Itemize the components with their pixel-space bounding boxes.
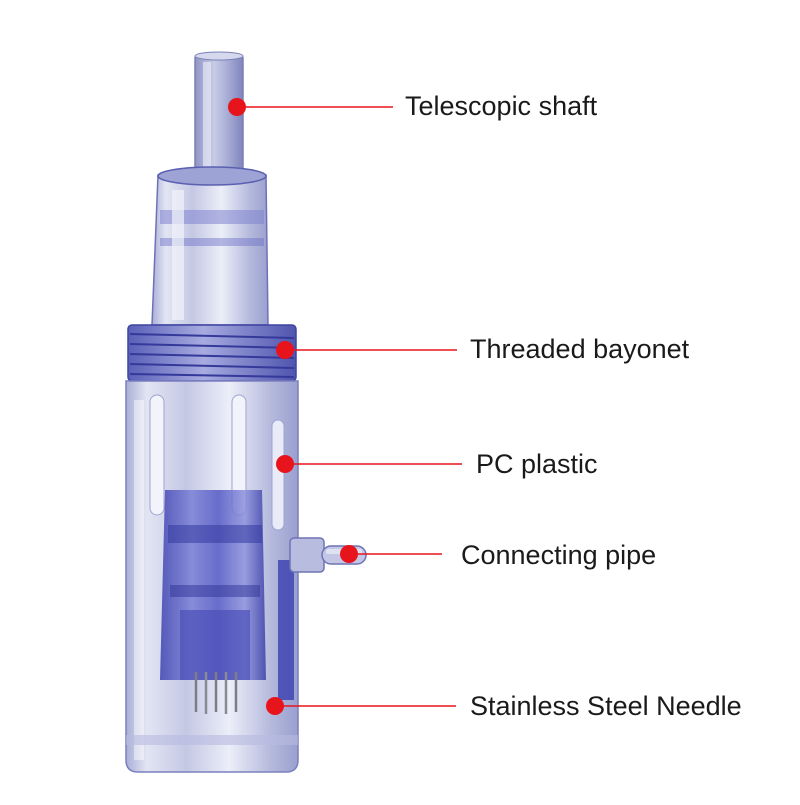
- callout-label-connecting-pipe: Connecting pipe: [461, 540, 657, 570]
- stainless-steel-needle-part: [194, 672, 238, 714]
- telescopic-shaft-part: [194, 51, 244, 176]
- upper-collar-part: [151, 166, 269, 326]
- marker-dot-connecting-pipe: [340, 545, 358, 563]
- callout-label-telescopic-shaft: Telescopic shaft: [405, 91, 598, 121]
- marker-dot-stainless-steel-needle: [266, 697, 284, 715]
- marker-dot-threaded-bayonet: [276, 341, 294, 359]
- callout-label-stainless-steel-needle: Stainless Steel Needle: [470, 691, 742, 721]
- pc-plastic-body-part: [125, 380, 299, 773]
- callout-label-pc-plastic: PC plastic: [476, 449, 598, 479]
- marker-dot-telescopic-shaft: [228, 98, 246, 116]
- callout-leaders: [228, 98, 462, 715]
- threaded-bayonet-part: [127, 324, 297, 382]
- callout-label-threaded-bayonet: Threaded bayonet: [470, 334, 690, 364]
- marker-dot-pc-plastic: [276, 455, 294, 473]
